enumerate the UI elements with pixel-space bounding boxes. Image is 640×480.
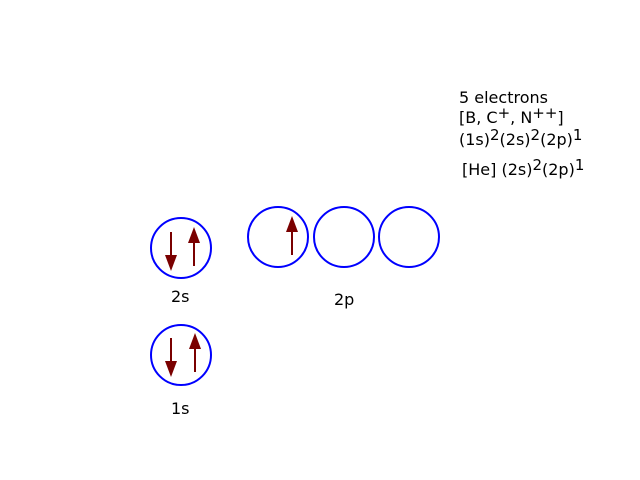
label-1s: 1s: [171, 399, 190, 418]
isoelectronic-species: [B, C+, N++]: [459, 106, 564, 127]
config-sup: 1: [572, 126, 583, 144]
orbital-2p-3: [378, 206, 440, 268]
config-sup: 2: [530, 126, 541, 144]
config-text: (2p): [542, 160, 575, 179]
label-2p: 2p: [334, 290, 355, 309]
charge-sup: +: [497, 104, 511, 122]
config-text: [He] (2s): [462, 160, 533, 179]
config-sup: 1: [574, 156, 585, 174]
orbital-1s: [150, 324, 212, 386]
charge-sup: ++: [532, 104, 558, 122]
config-text: (2s): [499, 130, 531, 149]
species-text: ]: [557, 108, 564, 127]
config-sup: 2: [532, 156, 542, 174]
full-configuration: (1s)2(2s)2(2p)1: [459, 128, 582, 149]
noble-gas-configuration: [He] (2s)2(2p)1: [462, 158, 584, 179]
orbital-2s: [150, 217, 212, 279]
orbital-2p-1: [247, 206, 309, 268]
config-text: (1s): [459, 130, 490, 149]
electron-count: 5 electrons: [459, 88, 548, 107]
label-2s: 2s: [171, 287, 190, 306]
config-sup: 2: [490, 126, 500, 144]
species-text: [B, C: [459, 108, 498, 127]
orbital-2p-2: [313, 206, 375, 268]
species-text: , N: [510, 108, 533, 127]
config-text: (2p): [540, 130, 573, 149]
